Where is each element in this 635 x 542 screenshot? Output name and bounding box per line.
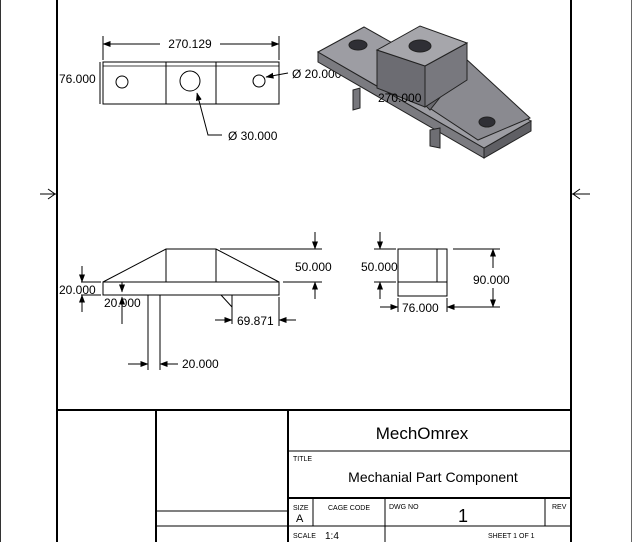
- scale-label: SCALE: [293, 533, 316, 540]
- title-label: TITLE: [293, 456, 312, 463]
- top-height-dim: 76.000: [59, 72, 96, 86]
- top-view: [99, 36, 289, 136]
- small-hole-dim: Ø 20.000: [292, 67, 342, 81]
- cage-code-label: CAGE CODE: [328, 505, 370, 512]
- title-block: [155, 410, 571, 542]
- rev-label: REV: [552, 504, 567, 511]
- large-hole-center: [179, 70, 201, 92]
- sheet-label: SHEET 1 OF 1: [488, 533, 535, 540]
- small-hole-left: [115, 75, 129, 89]
- side-total-dim: 90.000: [473, 273, 510, 287]
- size-value: A: [296, 513, 304, 525]
- front-top-height-dim: 50.000: [295, 260, 332, 274]
- scale-value: 1:4: [325, 531, 339, 542]
- dwg-no-value: 1: [458, 506, 468, 526]
- side-upper-dim: 50.000: [361, 260, 398, 274]
- front-leg-width-dim: 20.000: [182, 357, 219, 371]
- company-name: MechOmrex: [376, 424, 469, 443]
- front-view: [79, 232, 322, 370]
- dwg-no-label: DWG NO: [389, 504, 419, 511]
- iso-length-dim: 270.000: [378, 91, 422, 105]
- front-rib-offset-dim: 69.871: [237, 314, 274, 328]
- side-width-dim: 76.000: [402, 301, 439, 315]
- drawing-title: Mechanial Part Component: [348, 469, 518, 485]
- isometric-view: [316, 25, 533, 159]
- front-base-height-dim: 20.000: [59, 283, 96, 297]
- centering-marks: [40, 188, 590, 200]
- size-label: SIZE: [293, 505, 309, 512]
- side-view: [374, 232, 500, 312]
- large-hole-dim: Ø 30.000: [228, 129, 278, 143]
- small-hole-right: [252, 74, 266, 88]
- front-base-inner-dim: 20.000: [104, 296, 141, 310]
- top-width-dim: 270.129: [168, 37, 212, 51]
